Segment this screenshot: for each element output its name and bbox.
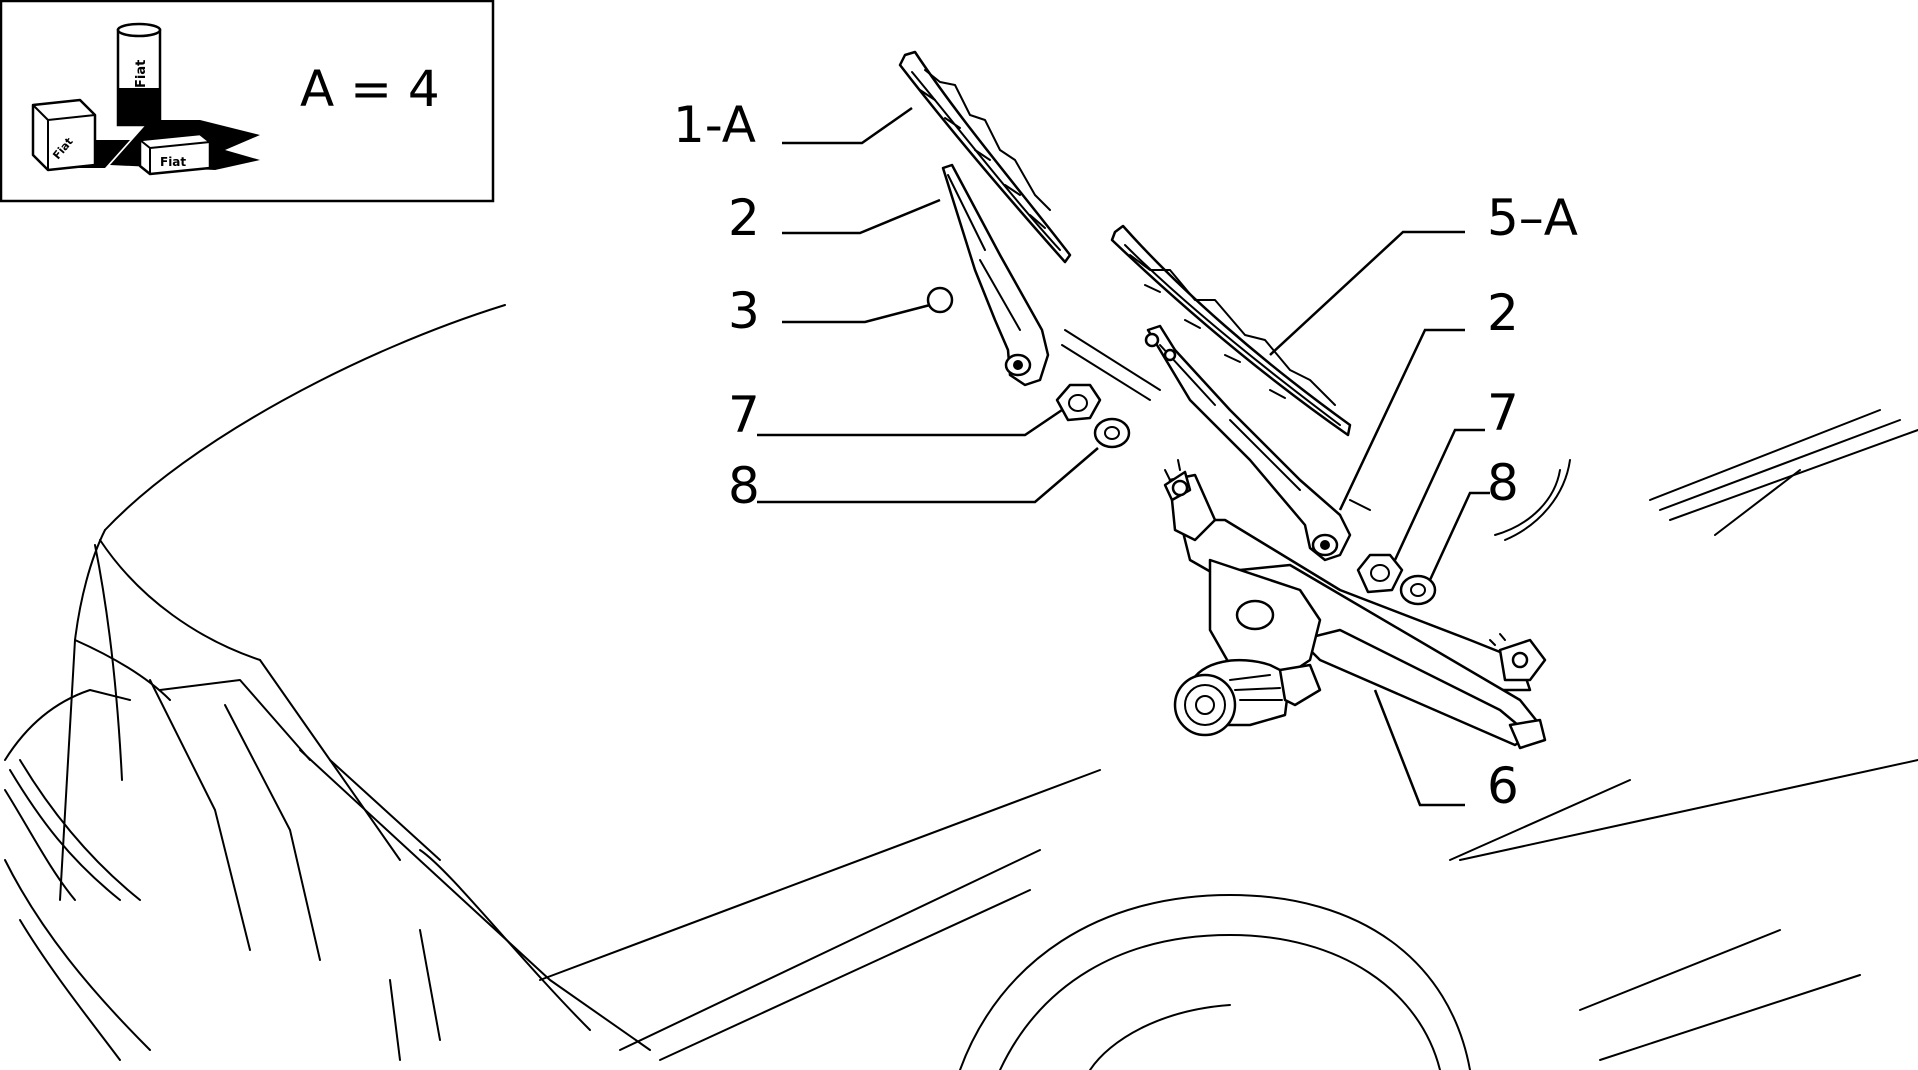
car-body-outline — [4, 304, 1918, 1070]
callout-8-right: 8 — [1487, 454, 1519, 512]
callout-7-right: 7 — [1487, 384, 1519, 442]
callout-8-left: 8 — [728, 457, 760, 515]
lubricant-icon: Fiat Fiat Fiat — [31, 22, 260, 176]
right-spindle-washer — [1399, 574, 1437, 606]
right-wiper-arm — [1144, 324, 1352, 562]
callout-labels: 1-A 2 3 7 8 5–A 2 7 8 6 — [673, 96, 1578, 815]
callout-6: 6 — [1487, 757, 1519, 815]
legend-box: Fiat Fiat Fiat A = 4 — [0, 0, 495, 203]
callout-1a: 1-A — [673, 96, 756, 154]
legend-quantity-text: A = 4 — [300, 60, 440, 118]
callout-5a: 5–A — [1487, 189, 1578, 247]
callout-3: 3 — [728, 282, 760, 340]
callout-2-left: 2 — [728, 189, 760, 247]
left-wiper-blade — [898, 50, 1072, 264]
right-wiper-blade — [1110, 224, 1352, 437]
left-wiper-arm — [941, 163, 1050, 387]
left-spindle-cap — [926, 286, 954, 314]
right-spindle-nut — [1356, 553, 1404, 594]
left-spindle-nut — [1055, 383, 1102, 422]
wiper-motor-linkage — [1163, 459, 1547, 750]
can-brand-label: Fiat — [134, 60, 149, 88]
leader-lines — [757, 106, 1490, 807]
left-spindle-washer — [1093, 417, 1131, 449]
box-brand-label-right: Fiat — [160, 155, 186, 169]
callout-7-left: 7 — [728, 386, 760, 444]
callout-2-right: 2 — [1487, 284, 1519, 342]
